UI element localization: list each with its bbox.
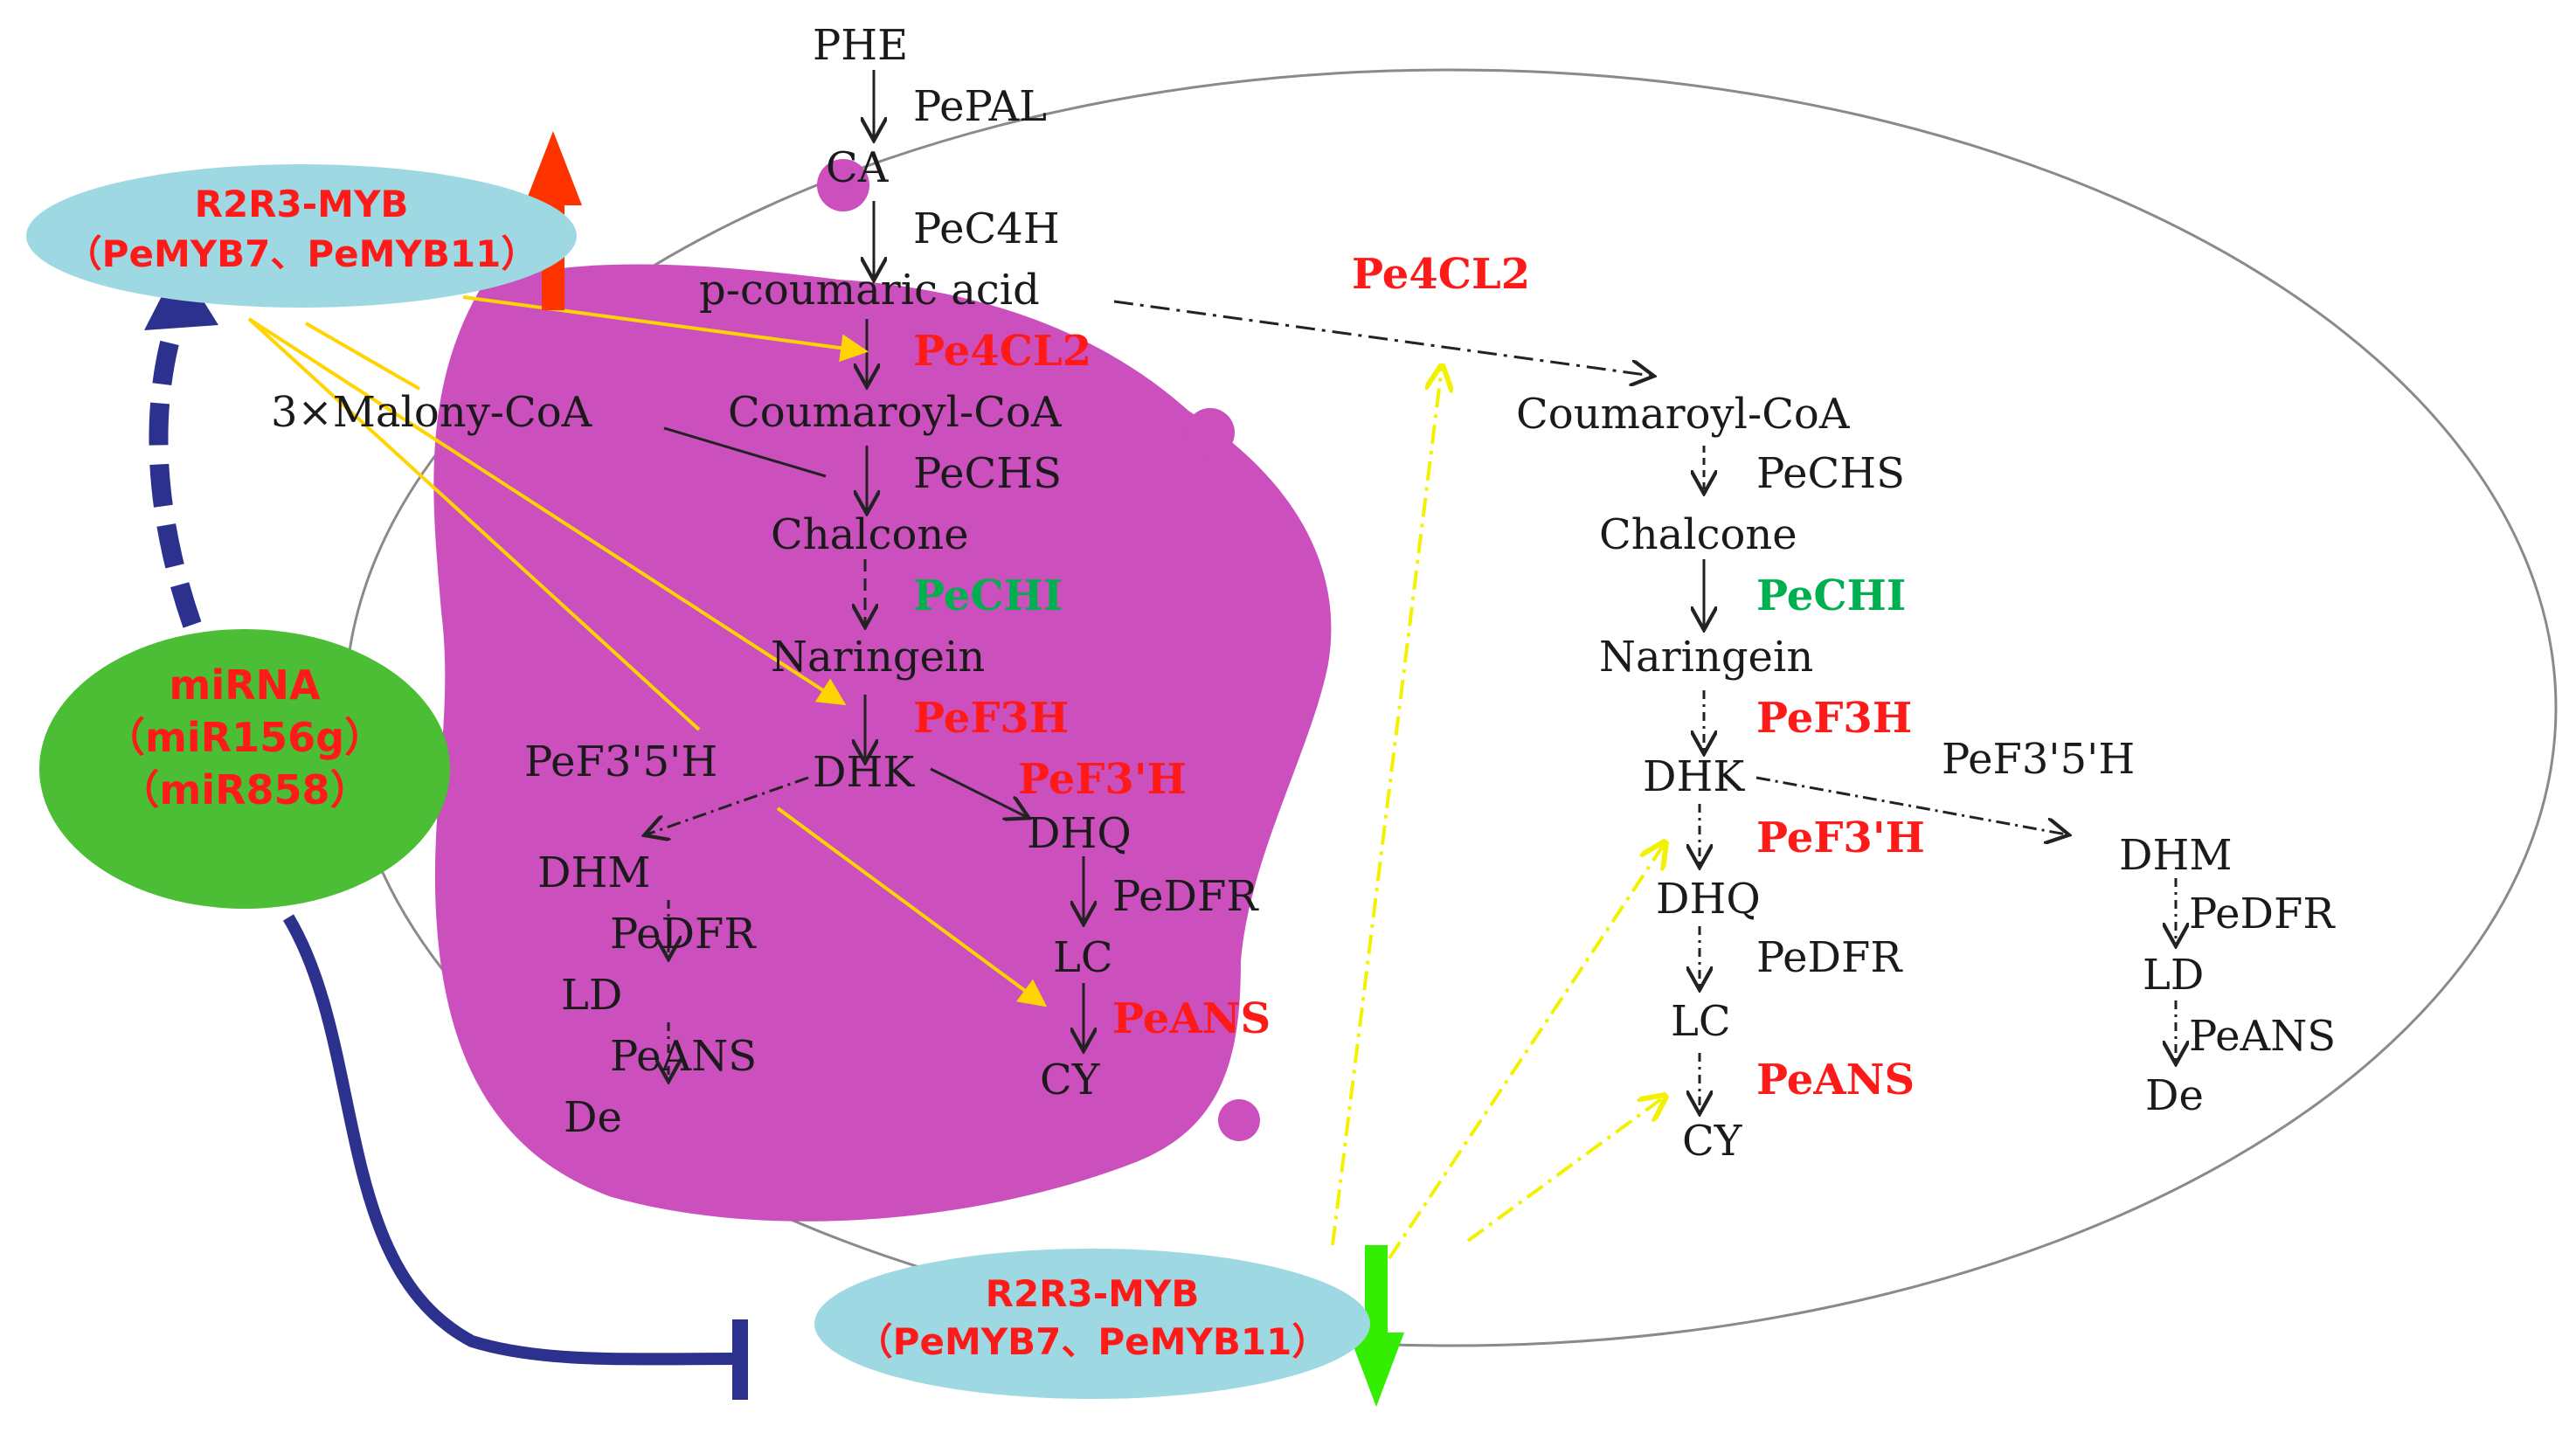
label-peans-left-l: PeANS [610, 1032, 757, 1081]
label-dhm-left: DHM [537, 848, 651, 897]
mirna-inhibition-arrow [282, 914, 748, 1400]
label-pef35h-right: PeF3'5'H [1942, 735, 2135, 784]
label-coumaroyl-left: Coumaroyl-CoA [728, 388, 1063, 437]
label-pef3ph-left: PeF3'H [1018, 755, 1187, 804]
label-naringein-left: Naringein [771, 633, 985, 682]
myb-bottom-node: R2R3-MYB （PeMYB7、PeMYB11） [814, 1249, 1370, 1399]
label-malonyl: 3×Malony-CoA [271, 388, 593, 437]
right-pathway-arrows [1700, 446, 2176, 1111]
label-chalcone-right: Chalcone [1599, 510, 1797, 559]
label-pedfr-left-r: PeDFR [1112, 872, 1259, 921]
label-cy-right: CY [1682, 1117, 1743, 1166]
label-pcoumaric: p-coumaric acid [699, 266, 1040, 315]
myb-top-genes: （PeMYB7、PeMYB11） [66, 232, 538, 275]
label-naringein-right: Naringein [1599, 633, 1813, 682]
label-de-left: De [564, 1093, 622, 1142]
label-pef3ph-right: PeF3'H [1756, 813, 1925, 862]
mirna-title: miRNA [169, 661, 321, 709]
weak-activation-arrows [1331, 367, 1665, 1260]
label-lc-left: LC [1053, 933, 1113, 982]
mirna-line1: （miR156g） [105, 714, 384, 761]
label-pedfr-left-l: PeDFR [610, 910, 757, 959]
myb-top-node: R2R3-MYB （PeMYB7、PeMYB11） [26, 164, 577, 308]
label-pechi-right: PeCHI [1756, 571, 1906, 620]
label-pec4h: PeC4H [913, 204, 1060, 253]
label-cy-left: CY [1040, 1056, 1101, 1104]
label-pechs-left: PeCHS [913, 449, 1062, 498]
label-pef3h-right: PeF3H [1756, 694, 1912, 743]
label-ld-left: LD [561, 971, 622, 1020]
label-ld-right: LD [2143, 951, 2204, 1000]
label-pe4cl2-right: Pe4CL2 [1352, 250, 1530, 299]
label-pe4cl2-left: Pe4CL2 [913, 327, 1091, 376]
label-lc-right: LC [1671, 997, 1731, 1046]
right-pathway-labels: Pe4CL2 Coumaroyl-CoA PeCHS Chalcone PeCH… [1352, 250, 2336, 1166]
label-pechi-left: PeCHI [913, 571, 1063, 620]
label-dhq-right: DHQ [1656, 875, 1761, 924]
label-dhk-left: DHK [813, 748, 915, 797]
myb-top-title: R2R3-MYB [195, 183, 409, 225]
label-chalcone-left: Chalcone [771, 510, 969, 559]
label-pedfr-right-r: PeDFR [2189, 890, 2336, 938]
mirna-node: miRNA （miR156g） （miR858） [39, 629, 450, 909]
label-peans-right-r: PeANS [2189, 1012, 2336, 1061]
myb-bottom-title: R2R3-MYB [986, 1272, 1200, 1315]
mirna-line2: （miR858） [119, 766, 370, 813]
label-peans-left-r: PeANS [1112, 994, 1271, 1043]
mirna-to-myb-arrow [144, 262, 218, 628]
label-phe: PHE [813, 21, 908, 70]
export-arrow [1113, 300, 1652, 376]
label-coumaroyl-right: Coumaroyl-CoA [1516, 390, 1851, 439]
label-de-right: De [2145, 1071, 2204, 1120]
myb-activation-arrows [247, 295, 1048, 1007]
label-pef3h-left: PeF3H [913, 694, 1069, 743]
left-pathway-labels: PHE PePAL CA PeC4H p-coumaric acid Pe4CL… [271, 21, 1271, 1142]
label-dhq-left: DHQ [1027, 809, 1132, 858]
label-pechs-right: PeCHS [1756, 449, 1905, 498]
label-pedfr-right-l: PeDFR [1756, 933, 1903, 982]
label-dhk-right: DHK [1643, 752, 1745, 801]
label-ca: CA [826, 143, 890, 192]
label-dhm-right: DHM [2119, 831, 2233, 880]
myb-bottom-genes: （PeMYB7、PeMYB11） [856, 1320, 1329, 1363]
label-pef35h-left: PeF3'5'H [524, 737, 717, 786]
label-peans-right-l: PeANS [1756, 1056, 1915, 1104]
pigment-vacuole-blob [433, 159, 1332, 1222]
label-pepal: PePAL [913, 82, 1047, 131]
